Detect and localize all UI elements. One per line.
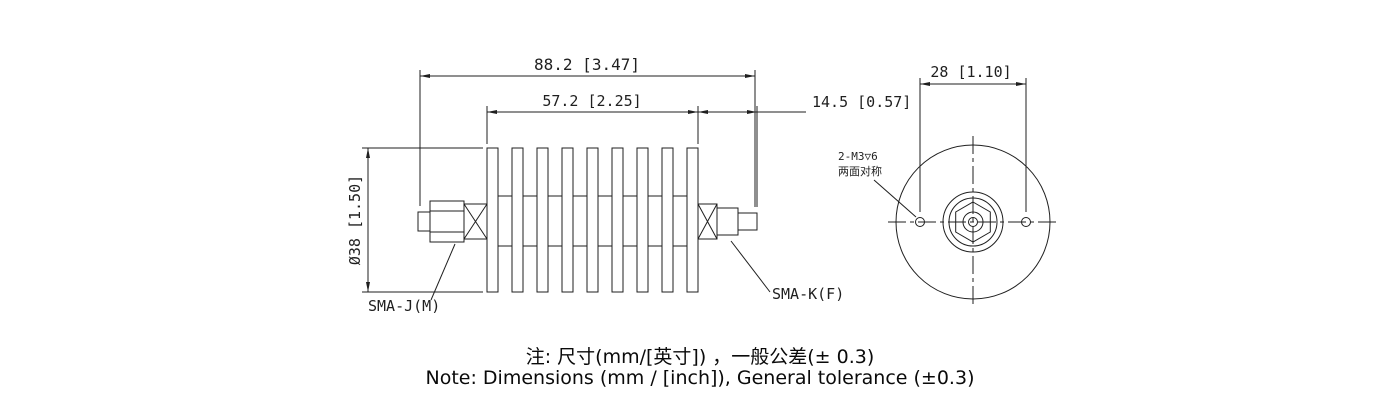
callout-sma-female: SMA-K(F) bbox=[730, 240, 844, 303]
fin bbox=[686, 147, 699, 293]
thread-spec-label: 2-M3▽6 bbox=[838, 150, 878, 163]
dim-body-label: 57.2 [2.25] bbox=[542, 92, 641, 110]
dim-overall-label: 88.2 [3.47] bbox=[534, 55, 640, 74]
leader-line bbox=[873, 179, 917, 218]
connector-boss-circle bbox=[942, 191, 1004, 253]
mounting-hole-right bbox=[1021, 217, 1031, 227]
fin bbox=[636, 147, 649, 293]
heatsink-fins bbox=[486, 147, 699, 293]
hex-nut-outline bbox=[955, 201, 991, 243]
fin bbox=[561, 147, 574, 293]
sma-female-connector bbox=[697, 203, 758, 240]
connector-hex-nut bbox=[429, 200, 465, 243]
fin bbox=[611, 147, 624, 293]
outer-body-circle bbox=[895, 144, 1051, 300]
note-chinese: 注: 尺寸(mm/[英寸]) ，一般公差(± 0.3) bbox=[525, 346, 875, 368]
thread-note-label: 两面对称 bbox=[838, 164, 882, 178]
dimension-connector-length: 14.5 [0.57] bbox=[698, 93, 911, 207]
dimension-overall-length: 88.2 [3.47] bbox=[419, 55, 756, 207]
side-view: 88.2 [3.47] 57.2 [2.25] 14.5 [0.57] bbox=[346, 55, 911, 315]
fin bbox=[511, 147, 524, 293]
connector-thread-stub bbox=[417, 211, 431, 232]
connector-barrel bbox=[716, 207, 739, 236]
connector-base-circle bbox=[948, 197, 998, 247]
sma-male-label: SMA-J(M) bbox=[368, 297, 440, 315]
fin bbox=[586, 147, 599, 293]
dim-diameter-label: Ø38 [1.50] bbox=[346, 175, 364, 265]
flange-cross-line bbox=[463, 203, 488, 240]
sma-female-label: SMA-K(F) bbox=[772, 285, 844, 303]
dim-connector-label: 14.5 [0.57] bbox=[812, 93, 911, 111]
fin bbox=[536, 147, 549, 293]
leader-line bbox=[430, 243, 456, 301]
dimension-diameter: Ø38 [1.50] bbox=[346, 147, 483, 293]
note-english: Note: Dimensions (mm / [inch]), General … bbox=[425, 367, 975, 389]
dim-hole-spacing-label: 28 [1.10] bbox=[930, 63, 1011, 81]
fin bbox=[661, 147, 674, 293]
leader-line bbox=[730, 240, 771, 293]
flange-cross-line bbox=[697, 203, 718, 240]
sma-male-connector bbox=[417, 200, 488, 243]
dimension-body-length: 57.2 [2.25] bbox=[486, 92, 699, 144]
fin bbox=[486, 147, 499, 293]
dielectric-circle bbox=[962, 211, 984, 233]
mounting-hole-left bbox=[915, 217, 925, 227]
center-pin-circle bbox=[968, 217, 978, 227]
dimension-hole-spacing: 28 [1.10] bbox=[919, 63, 1027, 212]
callout-sma-male: SMA-J(M) bbox=[368, 243, 456, 315]
callout-thread: 2-M3▽6 两面对称 bbox=[838, 150, 917, 218]
connector-tip bbox=[737, 212, 758, 231]
connector-flange bbox=[463, 203, 488, 240]
end-view: 28 [1.10] 2-M3▽6 两面对称 bbox=[838, 63, 1058, 308]
